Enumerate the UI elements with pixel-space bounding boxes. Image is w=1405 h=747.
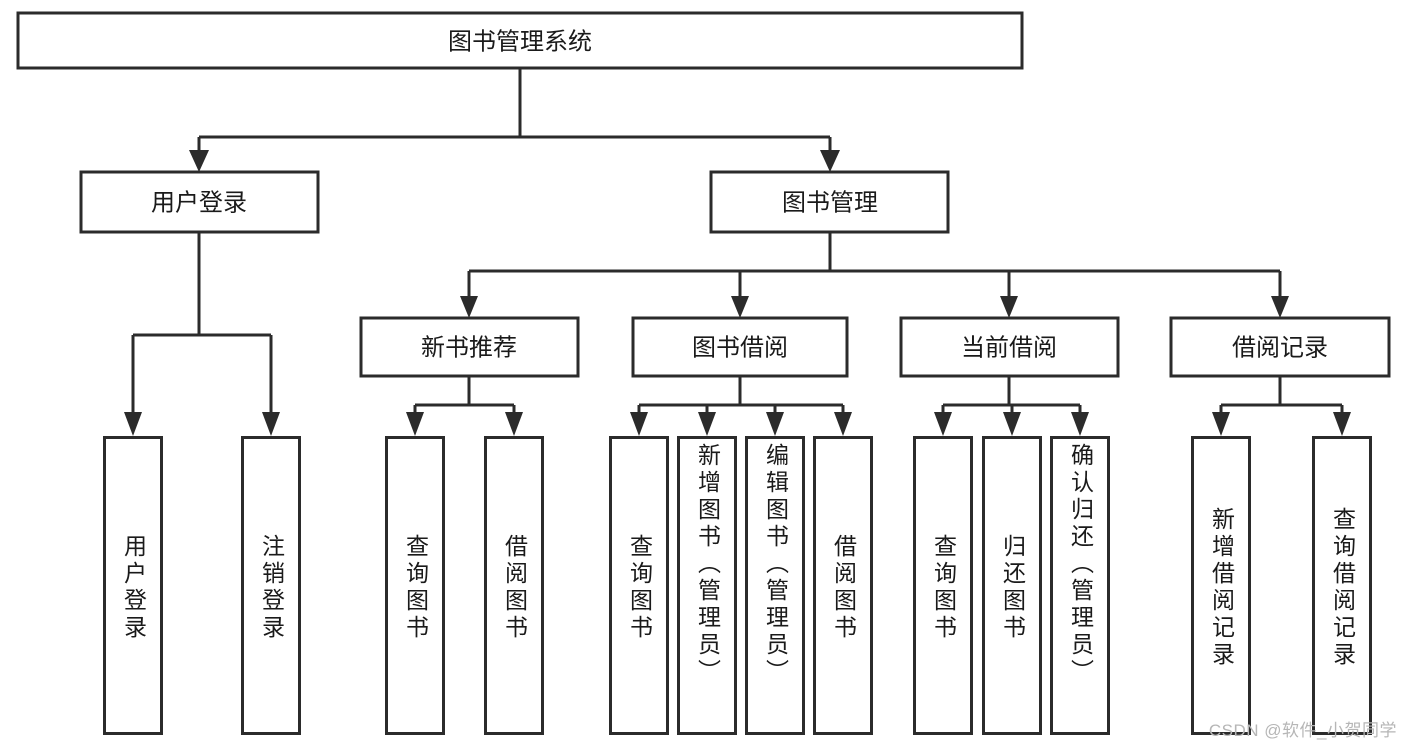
arrow-head-leaf-query-record bbox=[1333, 412, 1351, 436]
leaf-label-return-book: 归还图书 bbox=[999, 533, 1026, 642]
arrow-head-leaf-add-record bbox=[1212, 412, 1230, 436]
leaf-node-query-book-1[interactable]: 查询图书 bbox=[385, 436, 445, 735]
arrow-head-book-manage bbox=[820, 150, 840, 172]
leaf-node-logout-login[interactable]: 注销登录 bbox=[241, 436, 301, 735]
leaf-label-borrow-book-1: 借阅图书 bbox=[501, 533, 528, 642]
leaf-node-edit-book[interactable]: 编辑图书（管理员） bbox=[745, 436, 805, 735]
arrow-head-leaf-query-book-2 bbox=[630, 412, 648, 436]
leaf-node-add-record[interactable]: 新增借阅记录 bbox=[1191, 436, 1251, 735]
leaf-node-borrow-book-2[interactable]: 借阅图书 bbox=[813, 436, 873, 735]
arrow-head-user-login bbox=[189, 150, 209, 172]
leaf-label-query-book-2: 查询图书 bbox=[626, 533, 653, 642]
node-book-borrow[interactable]: 图书借阅 bbox=[631, 316, 849, 378]
node-book-borrow-label: 图书借阅 bbox=[692, 335, 788, 362]
leaf-label-query-book-1: 查询图书 bbox=[402, 533, 429, 642]
connector-layer bbox=[124, 68, 1351, 436]
node-current-borrow-rect[interactable] bbox=[899, 316, 1120, 378]
leaf-node-query-book-2[interactable]: 查询图书 bbox=[609, 436, 669, 735]
arrow-head-borrow-record bbox=[1271, 296, 1289, 318]
node-title-label: 图书管理系统 bbox=[448, 29, 592, 56]
node-book-manage-rect[interactable] bbox=[709, 170, 950, 234]
leaf-label-user-login: 用户登录 bbox=[120, 533, 147, 642]
leaf-label-query-record: 查询借阅记录 bbox=[1329, 506, 1356, 669]
leaf-label-borrow-book-2: 借阅图书 bbox=[830, 533, 857, 642]
node-title-rect[interactable] bbox=[16, 11, 1024, 70]
node-new-book-recommend[interactable]: 新书推荐 bbox=[359, 316, 580, 378]
leaf-node-borrow-book-1[interactable]: 借阅图书 bbox=[484, 436, 544, 735]
node-borrow-record-rect[interactable] bbox=[1169, 316, 1391, 378]
node-user-login-rect[interactable] bbox=[79, 170, 320, 234]
arrow-head-leaf-confirm-return bbox=[1071, 412, 1089, 436]
node-title[interactable]: 图书管理系统 bbox=[16, 11, 1024, 70]
node-user-login[interactable]: 用户登录 bbox=[79, 170, 320, 234]
node-borrow-record-label: 借阅记录 bbox=[1232, 335, 1328, 362]
leaf-label-logout-login: 注销登录 bbox=[258, 533, 285, 642]
arrow-head-leaf-query-book-3 bbox=[934, 412, 952, 436]
arrow-head-leaf-user-login bbox=[124, 412, 142, 436]
leaf-label-query-book-3: 查询图书 bbox=[930, 533, 957, 642]
arrow-head-new-book-recommend bbox=[460, 296, 478, 318]
arrow-head-leaf-edit-book bbox=[766, 412, 784, 436]
leaf-label-confirm-return: 确认归还（管理员） bbox=[1067, 443, 1094, 686]
leaf-node-add-book[interactable]: 新增图书（管理员） bbox=[677, 436, 737, 735]
node-book-manage[interactable]: 图书管理 bbox=[709, 170, 950, 234]
node-current-borrow-label: 当前借阅 bbox=[961, 335, 1057, 362]
arrow-head-leaf-borrow-book-1 bbox=[505, 412, 523, 436]
arrow-head-current-borrow bbox=[1000, 296, 1018, 318]
node-book-borrow-rect[interactable] bbox=[631, 316, 849, 378]
node-user-login-label: 用户登录 bbox=[151, 190, 247, 217]
node-borrow-record[interactable]: 借阅记录 bbox=[1169, 316, 1391, 378]
leaf-node-return-book[interactable]: 归还图书 bbox=[982, 436, 1042, 735]
arrow-head-leaf-logout-login bbox=[262, 412, 280, 436]
node-book-manage-label: 图书管理 bbox=[782, 190, 878, 217]
leaf-label-add-book: 新增图书（管理员） bbox=[694, 443, 721, 686]
leaf-label-edit-book: 编辑图书（管理员） bbox=[762, 443, 789, 686]
arrow-head-book-borrow bbox=[731, 296, 749, 318]
arrow-head-leaf-add-book bbox=[698, 412, 716, 436]
leaf-node-confirm-return[interactable]: 确认归还（管理员） bbox=[1050, 436, 1110, 735]
node-current-borrow[interactable]: 当前借阅 bbox=[899, 316, 1120, 378]
leaf-label-add-record: 新增借阅记录 bbox=[1208, 506, 1235, 669]
node-new-book-recommend-label: 新书推荐 bbox=[421, 335, 517, 362]
arrow-head-leaf-return-book bbox=[1003, 412, 1021, 436]
leaf-node-query-record[interactable]: 查询借阅记录 bbox=[1312, 436, 1372, 735]
node-new-book-recommend-rect[interactable] bbox=[359, 316, 580, 378]
arrow-head-leaf-query-book-1 bbox=[406, 412, 424, 436]
node-layer: 图书管理系统 用户登录 图书管理 新书推荐 图书借阅 bbox=[16, 11, 1391, 378]
leaf-node-user-login[interactable]: 用户登录 bbox=[103, 436, 163, 735]
arrow-head-leaf-borrow-book-2 bbox=[834, 412, 852, 436]
leaf-node-query-book-3[interactable]: 查询图书 bbox=[913, 436, 973, 735]
